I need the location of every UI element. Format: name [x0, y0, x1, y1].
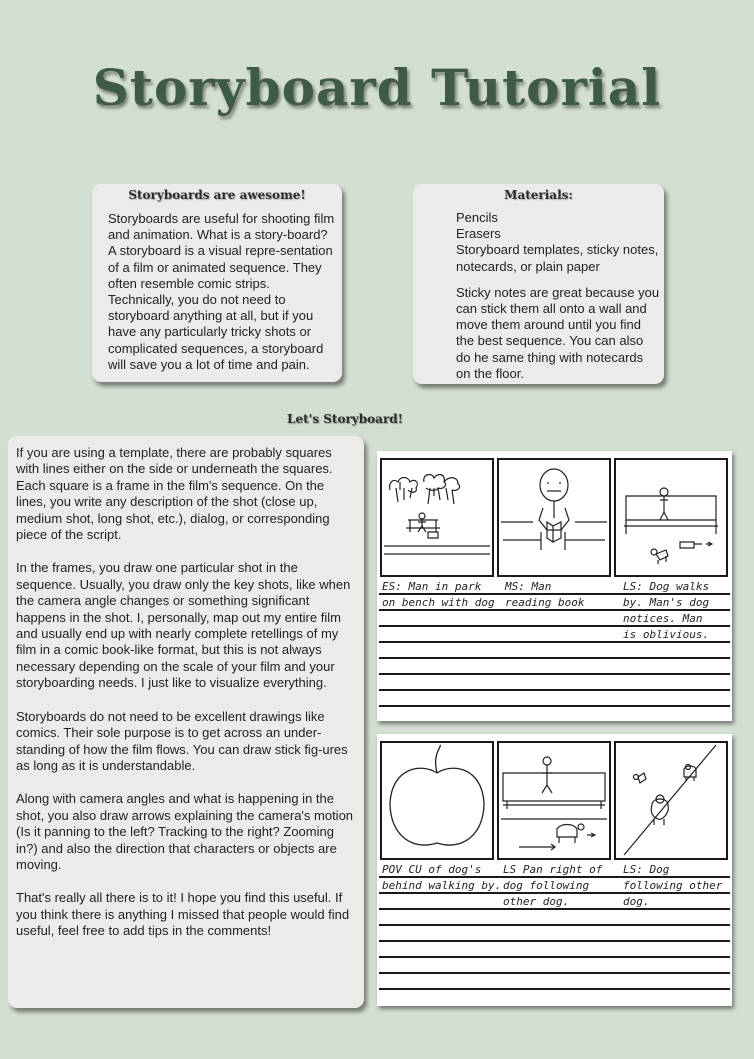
tutorial-paragraph: In the frames, you draw one particular s… — [16, 560, 351, 691]
intro-heading: Storyboards are awesome! — [128, 188, 306, 202]
tutorial-paragraph: Storyboards do not need to be excellent … — [16, 708, 348, 773]
caption-rule — [379, 988, 730, 990]
caption-rule — [379, 625, 730, 627]
caption-rule — [379, 876, 730, 878]
caption-rule — [379, 593, 730, 595]
caption-rule — [379, 609, 730, 611]
tutorial-paragraph: If you are using a template, there are p… — [16, 445, 333, 543]
storyboard-frame-man-reading — [497, 458, 611, 577]
storyboard-frame-park-bench — [380, 458, 494, 577]
materials-note: Sticky notes are great because you can s… — [456, 284, 660, 381]
caption-rule — [379, 940, 730, 942]
caption-rule — [379, 972, 730, 974]
intro-text: Storyboards are useful for shooting film… — [108, 211, 335, 372]
storyboard-sheet-2: POV CU of dog's behind walking by. LS Pa… — [377, 734, 732, 1006]
caption-rule — [379, 689, 730, 691]
storyboard-sheet-1: ES: Man in park on bench with dog MS: Ma… — [377, 451, 732, 721]
storyboard-caption: LS: Dog walks by. Man's dog notices. Man… — [623, 580, 710, 641]
materials-list: Pencils Erasers Storyboard templates, st… — [413, 210, 664, 275]
caption-rule — [379, 892, 730, 894]
materials-panel: Materials: Pencils Erasers Storyboard te… — [413, 184, 664, 384]
storyboard-caption: LS: Dog following other dog. — [623, 863, 723, 908]
storyboard-frame-pan-right — [497, 741, 611, 860]
caption-rule — [379, 673, 730, 675]
caption-rule — [379, 657, 730, 659]
section-heading: Let's Storyboard! — [287, 412, 403, 426]
storyboard-caption: POV CU of dog's behind walking by. — [382, 863, 502, 892]
storyboard-frame-dog-behind — [380, 741, 494, 860]
caption-rule — [379, 705, 730, 707]
storyboard-frame-dog-following — [614, 741, 728, 860]
materials-item: Pencils — [456, 210, 498, 225]
caption-rule — [379, 956, 730, 958]
materials-heading: Materials: — [504, 188, 573, 202]
storyboard-caption: LS Pan right of dog following other dog. — [503, 863, 603, 908]
intro-panel: Storyboards are awesome! Storyboards are… — [92, 184, 342, 382]
caption-rule — [379, 908, 730, 910]
storyboard-caption: MS: Man reading book — [505, 580, 585, 609]
storyboard-frame-dog-walks — [614, 458, 728, 577]
materials-item: Erasers — [456, 226, 501, 242]
storyboard-caption: ES: Man in park on bench with dog — [382, 580, 495, 609]
caption-rule — [379, 924, 730, 926]
caption-rule — [379, 641, 730, 643]
tutorial-panel: If you are using a template, there are p… — [8, 436, 364, 1008]
tutorial-paragraph: That's really all there is to it! I hope… — [16, 890, 350, 939]
materials-item: Storyboard templates, sticky notes, note… — [456, 242, 659, 274]
page-title: Storyboard Tutorial — [92, 58, 662, 117]
tutorial-paragraph: Along with camera angles and what is hap… — [16, 791, 354, 872]
